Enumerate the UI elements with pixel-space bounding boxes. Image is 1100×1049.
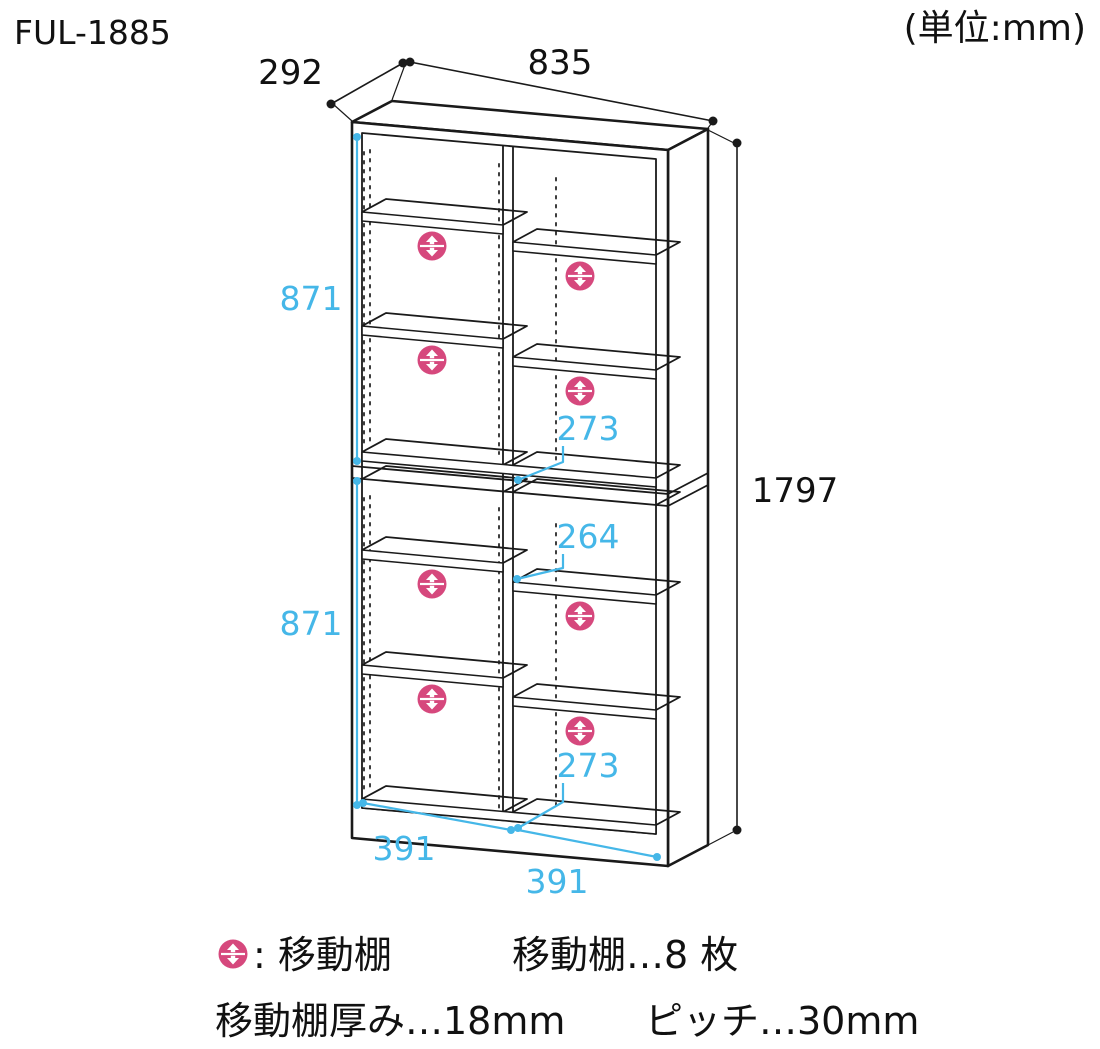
dimension-height: 1797	[669, 129, 839, 866]
shelf-top-surface	[512, 228, 681, 256]
inner-dimension-endpoint	[359, 799, 367, 807]
shelf-front-edge	[361, 549, 504, 573]
legend-pitch: ピッチ…30mm	[645, 999, 919, 1043]
movable-shelf-icon	[417, 569, 447, 599]
shelf-top-surface	[512, 343, 681, 371]
inner-dimension-endpoint	[353, 457, 361, 465]
inner-dimension-endpoint	[507, 826, 515, 834]
inner-dimension-endpoint	[514, 476, 522, 484]
inner-dimension-line	[517, 828, 658, 859]
unit-note: (単位:mm)	[904, 8, 1086, 49]
dimension-line	[409, 61, 714, 122]
lower-unit-top-surface	[512, 478, 681, 506]
shelf	[361, 312, 528, 349]
dimension-endpoint	[326, 99, 336, 109]
shelf-top-surface	[361, 651, 528, 679]
shelf	[512, 343, 681, 380]
right-inner-width-label: 391	[526, 862, 589, 901]
leader-line	[517, 783, 565, 829]
inner-dimension-endpoint	[513, 575, 521, 583]
inner-dimension-endpoint	[353, 133, 361, 141]
shelf	[512, 228, 681, 265]
shelf-front-edge	[361, 325, 504, 349]
joint-line	[351, 465, 669, 495]
lower-right-cell-label: 273	[557, 746, 620, 785]
movable-shelf-icon	[565, 601, 595, 631]
height-dimension-label: 1797	[752, 471, 839, 511]
upper-right-cell-label: 273	[557, 409, 620, 448]
shelf-front-edge	[361, 211, 504, 235]
upper-inner-height-label: 871	[280, 279, 343, 318]
joint-line-side	[667, 472, 709, 495]
page-title: FUL-1885	[14, 13, 171, 52]
inner-dimension-endpoint	[653, 853, 661, 861]
right-column-shelves	[512, 228, 681, 720]
shelf-top-surface	[361, 536, 528, 564]
shelf	[512, 683, 681, 720]
shelf-front-edge	[512, 581, 657, 605]
upper-unit-floor-edge	[361, 451, 657, 488]
shelf-top-surface	[512, 568, 681, 596]
inner-dimensions: 871 871 273 264 273 391 391	[280, 133, 661, 901]
dimension-line	[330, 62, 404, 105]
dimension-endpoint	[398, 58, 408, 68]
dimension-endpoint	[732, 825, 742, 835]
extension-line	[391, 61, 407, 101]
shelf-front-edge	[361, 664, 504, 688]
legend-shelf-count: 移動棚…8 枚	[512, 933, 738, 977]
movable-shelf-icon	[565, 376, 595, 406]
movable-shelf-icon	[218, 939, 248, 969]
inner-dimension-endpoint	[353, 477, 361, 485]
inner-dimension-line	[362, 801, 512, 832]
shelf-top-surface	[361, 312, 528, 340]
shelf	[361, 651, 528, 688]
dimension-width: 835	[405, 43, 718, 129]
shelf-pin-holes	[363, 149, 557, 814]
movable-shelf-icon	[417, 231, 447, 261]
movable-shelf-icon	[565, 261, 595, 291]
width-dimension-label: 835	[528, 43, 593, 83]
left-inner-width-label: 391	[373, 829, 436, 868]
shelf-front-edge	[512, 241, 657, 265]
lower-inner-height-label: 871	[280, 604, 343, 643]
legend-icon-meaning: : 移動棚	[253, 933, 392, 977]
upper-unit-floor-surface	[512, 451, 681, 479]
shelf	[361, 198, 528, 235]
dimension-depth: 292	[258, 53, 408, 122]
shelf-front-edge	[512, 356, 657, 380]
lower-unit-top-surface	[361, 465, 528, 493]
movable-shelf-icon	[565, 716, 595, 746]
movable-shelf-icon	[417, 684, 447, 714]
extension-line	[669, 831, 734, 866]
dimension-endpoint	[732, 138, 742, 148]
dimension-endpoint	[708, 116, 718, 126]
middle-right-cell-label: 264	[557, 517, 620, 556]
movable-shelf-icon	[417, 345, 447, 375]
legend-shelf-thickness: 移動棚厚み…18mm	[215, 999, 565, 1043]
leader-line	[517, 446, 565, 482]
dimension-endpoint	[405, 57, 415, 67]
cabinet-right-face	[666, 127, 710, 868]
floor-top-surface	[361, 785, 528, 813]
legend: : 移動棚 移動棚…8 枚 移動棚厚み…18mm ピッチ…30mm	[215, 933, 919, 1043]
shelf	[512, 568, 681, 605]
shelf	[361, 536, 528, 573]
depth-dimension-label: 292	[258, 53, 323, 93]
extension-line	[332, 103, 353, 122]
shelf-front-edge	[512, 696, 657, 720]
joint-line-side	[667, 484, 709, 507]
cabinet-front-face	[350, 120, 670, 868]
extension-line	[707, 129, 735, 144]
upper-unit-floor-surface	[361, 438, 528, 466]
shelf-top-surface	[361, 198, 528, 226]
left-column-shelves	[361, 198, 528, 688]
leader-line	[516, 554, 565, 581]
floor-top-surface	[512, 798, 681, 826]
shelf-top-surface	[512, 683, 681, 711]
middle-joint	[351, 438, 709, 507]
joint-line	[351, 477, 669, 507]
